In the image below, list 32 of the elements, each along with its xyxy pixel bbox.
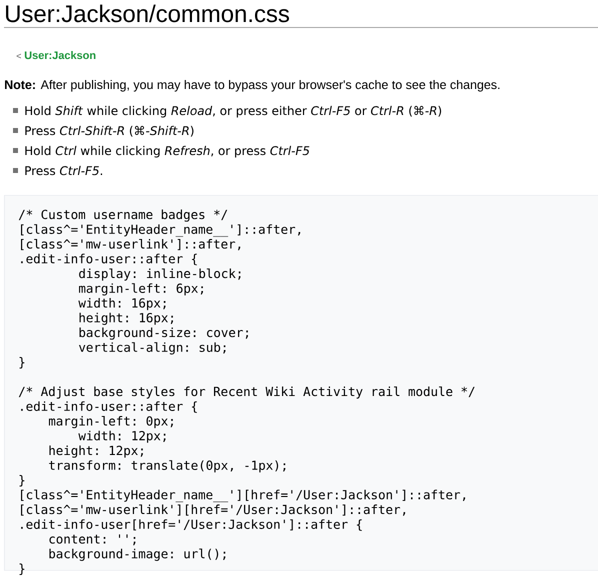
code-line: } — [20, 357, 24, 369]
code-line: [class^='mw-userlink']::after, — [21, 238, 240, 250]
code-line: background-size: cover; — [80, 328, 248, 340]
code-line: .edit-info-user::after { — [21, 401, 197, 413]
breadcrumb-link: User:Jackson — [24, 51, 96, 60]
code-line: transform: translate(0px, -1px); — [49, 460, 286, 472]
code-line: } — [20, 564, 24, 576]
code-line: [class^='EntityHeader_name__']::after, — [21, 224, 300, 237]
code-line: width: 12px; — [78, 430, 166, 443]
code-line: } — [20, 475, 24, 487]
code-line: display: inline-block; — [79, 268, 240, 281]
page-title: User:Jackson/common.css — [6, 4, 289, 22]
code-line: /* Adjust base styles for Recent Wiki Activity rail module */ — [18, 386, 475, 399]
code-line: vertical-align: sub; — [79, 342, 226, 354]
code-line: [class^='EntityHeader_name__'][href='/User:Jackson']::after, — [21, 490, 466, 502]
code-line: height: 12px; — [50, 446, 143, 458]
code-line: margin-left: 6px; — [79, 283, 203, 296]
code-line: content: ''; — [50, 534, 136, 546]
note-text: Note: After publishing, you may have to bypass your browser's cache to see the changes. — [5, 80, 500, 92]
code-line: .edit-info-user::after { — [21, 254, 197, 266]
code-line: margin-left: 0px; — [48, 416, 173, 428]
list-item: Hold Ctrl while clicking Refresh, or press Ctrl-F5 — [25, 146, 310, 158]
code-line: .edit-info-user[href='/User:Jackson']::after { — [21, 519, 362, 531]
code-line: width: 16px; — [78, 298, 166, 310]
list-item: Press Ctrl-Shift-R (⌘-Shift-R) — [25, 126, 194, 137]
code-line: height: 16px; — [80, 312, 173, 325]
list-item: Press Ctrl-F5. — [25, 166, 102, 176]
code-line: background-image: url(); — [49, 548, 226, 561]
code-line: /* Custom username badges */ — [18, 210, 228, 222]
list-item: Hold Shift while clicking Reload, or press either Ctrl-F5 or Ctrl-R (⌘-R) — [25, 106, 442, 118]
code-line: [class^='mw-userlink'][href='/User:Jackson']::after, — [21, 504, 406, 516]
breadcrumb-arrow: < — [16, 54, 21, 58]
